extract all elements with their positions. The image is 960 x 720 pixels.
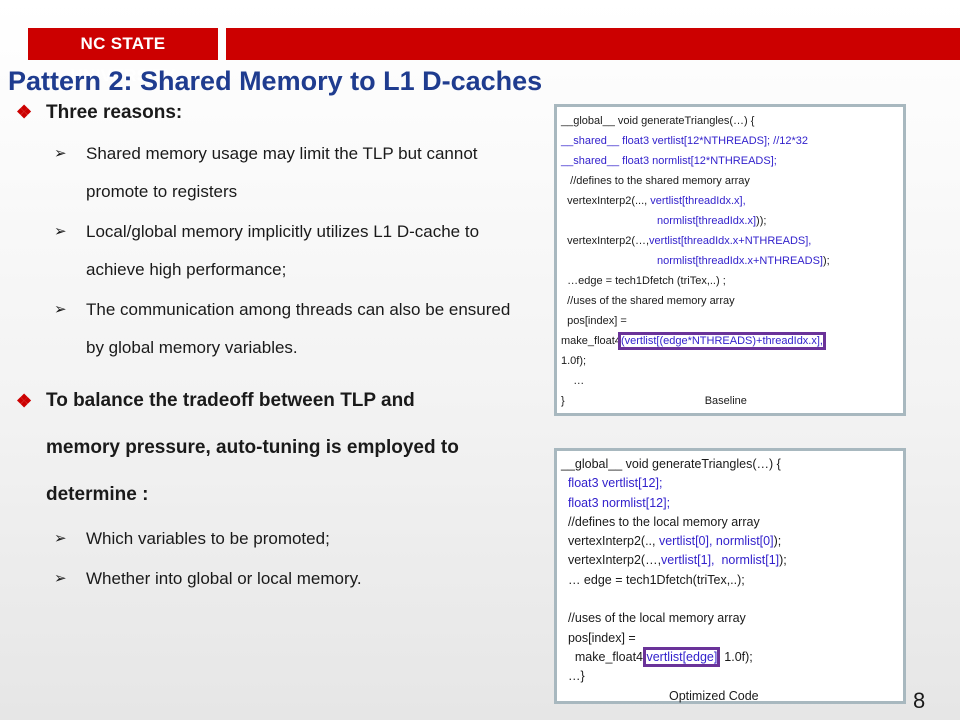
code-line: }Baseline <box>561 395 747 407</box>
sub-bullet-text: Which variables to be promoted; <box>86 529 330 548</box>
header-red-bar <box>226 28 960 60</box>
code-line: …} <box>561 669 585 684</box>
code-line: __global__ void generateTriangles(…) { <box>561 457 781 471</box>
bullet-text: To balance the tradeoff between TLP and … <box>46 390 459 505</box>
code-line: //defines to the shared memory array <box>561 175 750 187</box>
sub-bullet-text: Local/global memory implicitly utilizes … <box>86 222 480 279</box>
code-line <box>561 590 903 609</box>
sub-bullet-text: Whether into global or local memory. <box>86 569 362 588</box>
highlight-vertlist-shared: (vertlist[(edge*NTHREADS)+threadIdx.x], <box>617 332 826 350</box>
code-line: …edge = tech1Dfetch (triTex,..) ; <box>561 275 726 287</box>
optimized-label: Optimized Code <box>669 688 759 703</box>
arrow-bullet-icon: ➢ <box>54 530 67 547</box>
code-line: pos[index] = <box>561 315 627 327</box>
baseline-label: Baseline <box>704 395 747 407</box>
code-line: … <box>561 375 585 387</box>
page-number: 8 <box>913 688 926 713</box>
slide-title: Pattern 2: Shared Memory to L1 D-caches <box>8 66 543 96</box>
code-line: //defines to the local memory array <box>561 514 760 529</box>
code-line: make_float4(vertlist[(edge*NTHREADS)+thr… <box>561 332 826 350</box>
arrow-bullet-icon: ➢ <box>54 223 67 240</box>
highlight-vertlist-local: vertlist[edge] <box>643 646 721 667</box>
diamond-bullet-icon: ❖ <box>16 102 33 122</box>
code-line: vertexInterp2(..., vertlist[threadIdx.x]… <box>561 195 746 207</box>
code-line: Optimized Code <box>561 687 903 706</box>
code-line: __shared__ float3 normlist[12*NTHREADS]; <box>561 155 777 167</box>
baseline-code-box: __global__ void generateTriangles(…) { _… <box>554 104 906 416</box>
bullet-tradeoff: ❖ To balance the tradeoff between TLP an… <box>16 377 516 518</box>
code-line: __global__ void generateTriangles(…) { <box>561 115 755 127</box>
code-line: 1.0f); <box>561 355 587 367</box>
code-line: normlist[threadIdx.x])); <box>657 215 767 227</box>
optimized-code-box: __global__ void generateTriangles(…) { f… <box>554 448 906 704</box>
sub-bullet: ➢ Whether into global or local memory. <box>16 560 516 598</box>
sub-bullet-text: The communication among threads can also… <box>86 300 511 357</box>
bullet-text: Three reasons: <box>46 102 183 123</box>
code-line: vertexInterp2(.., vertlist[0], normlist[… <box>561 534 782 549</box>
code-line: float3 normlist[12]; <box>561 495 671 510</box>
code-line: vertexInterp2(…,vertlist[1], normlist[1]… <box>561 553 787 568</box>
code-line: normlist[threadIdx.x+NTHREADS]); <box>657 255 830 267</box>
sub-bullet: ➢ Which variables to be promoted; <box>16 520 516 558</box>
code-line: float3 vertlist[12]; <box>561 476 663 491</box>
sub-bullet: ➢ Local/global memory implicitly utilize… <box>16 213 516 289</box>
bullet-list: ❖ Three reasons: ➢ Shared memory usage m… <box>16 100 516 598</box>
code-line: __shared__ float3 vertlist[12*NTHREADS];… <box>561 135 809 147</box>
bullet-reasons: ❖ Three reasons: <box>16 100 516 125</box>
code-line: pos[index] = <box>561 630 636 645</box>
code-line: vertexInterp2(…,vertlist[threadIdx.x+NTH… <box>561 235 812 247</box>
code-line: … edge = tech1Dfetch(triTex,..); <box>561 572 745 587</box>
diamond-bullet-icon: ❖ <box>16 391 33 411</box>
sub-bullet: ➢ Shared memory usage may limit the TLP … <box>16 135 516 211</box>
code-line: //uses of the local memory array <box>561 611 746 626</box>
arrow-bullet-icon: ➢ <box>54 570 67 587</box>
sub-bullet: ➢ The communication among threads can al… <box>16 291 516 367</box>
code-line: //uses of the shared memory array <box>561 295 735 307</box>
arrow-bullet-icon: ➢ <box>54 145 67 162</box>
ncsu-logo: NC STATE UNIVERSITY <box>28 28 218 85</box>
arrow-bullet-icon: ➢ <box>54 301 67 318</box>
code-line: make_float4 vertlist[edge], 1.0f); <box>561 646 753 667</box>
sub-bullet-text: Shared memory usage may limit the TLP bu… <box>86 144 478 201</box>
